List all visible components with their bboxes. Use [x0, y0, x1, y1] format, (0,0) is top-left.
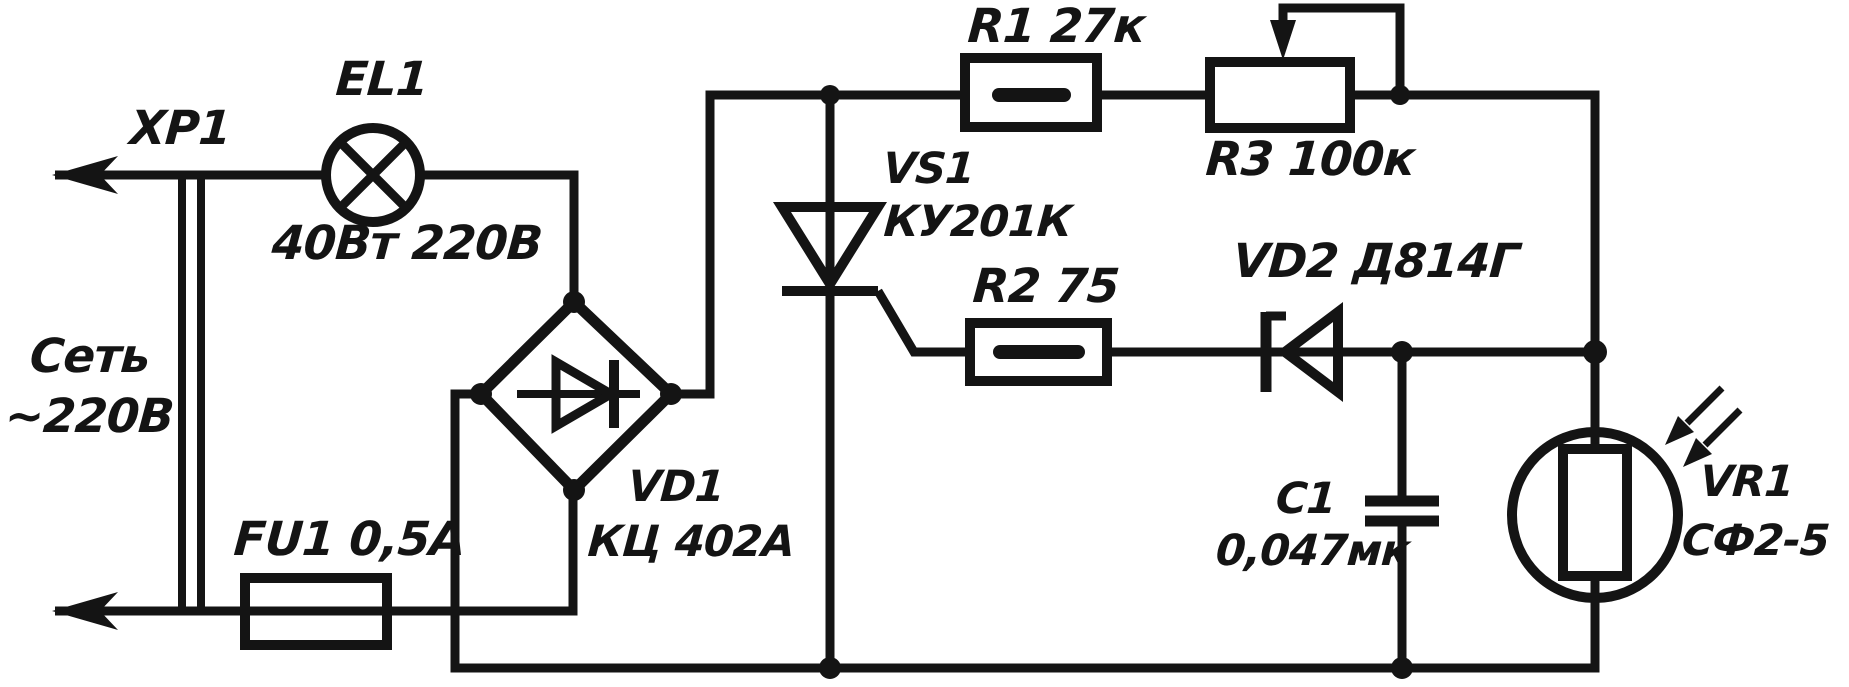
fuse-fu1-symbol — [240, 573, 392, 650]
bridge-vertex-bottom — [563, 479, 585, 501]
label-vr1-ref: VR1 — [1698, 457, 1796, 507]
label-r2: R2 75 — [971, 259, 1121, 314]
r3-wiper-arrowhead — [1270, 20, 1296, 60]
light-arrow-1-head — [1665, 416, 1694, 445]
label-vd1-ref: VD1 — [626, 462, 726, 512]
thyristor-triangle — [772, 202, 888, 294]
bridge-vertex-right — [660, 383, 682, 405]
wire-mains-bottom-to-bridge-bottom — [55, 490, 578, 616]
wire-gate-to-r2 — [874, 288, 970, 357]
label-xp1: XP1 — [128, 101, 233, 156]
thyristor-vs1-symbol — [772, 202, 888, 296]
label-r1: R1 27к — [966, 0, 1147, 54]
label-vr1-value: СФ2-5 — [1680, 516, 1831, 566]
zener-vd2-symbol — [1260, 301, 1343, 403]
capacitor-c1-symbol — [1365, 495, 1439, 527]
bridge-vertex-top — [563, 291, 585, 313]
lamp-cross — [336, 138, 410, 212]
label-mains-line2: ~220В — [3, 389, 176, 444]
junction-c1-top — [1391, 341, 1413, 363]
label-c1-value: 0,047мк — [1214, 526, 1412, 576]
junction-c1-bottom — [1391, 657, 1413, 679]
label-fu1: FU1 0,5А — [232, 512, 467, 567]
junction-r3-wiper — [1390, 85, 1410, 105]
mains-arrows — [52, 156, 118, 630]
light-arrow-1-shaft — [1684, 385, 1725, 426]
light-arrow-2-shaft — [1702, 407, 1743, 448]
wire-r3-to-right-rail — [1350, 90, 1600, 432]
vd2-triangle — [1276, 301, 1343, 403]
wire-r3-wiper-loop — [1278, 3, 1405, 95]
label-el1-value: 40Вт 220В — [270, 216, 544, 271]
photoresistor-vr1-symbol — [1507, 385, 1743, 603]
label-vd1-value: КЦ 402А — [586, 517, 796, 567]
vr1-body — [1558, 444, 1632, 581]
label-vs1-value: КУ201К — [882, 197, 1074, 247]
label-r3: R3 100к — [1204, 132, 1417, 187]
wire-lamp-to-bridge-top — [420, 170, 579, 302]
junction-dots — [470, 85, 1607, 679]
rheostat-r3-symbol — [1205, 20, 1355, 133]
mains-arrow-top-icon — [52, 156, 118, 194]
light-arrow-2-head — [1683, 438, 1712, 467]
bridge-vertex-left — [470, 383, 492, 405]
fuse-body — [240, 573, 392, 650]
r3-body — [1205, 57, 1355, 133]
label-mains-line1: Сеть — [28, 329, 152, 384]
resistor-r2-symbol — [965, 318, 1112, 386]
label-el1-ref: EL1 — [334, 52, 430, 107]
wires — [55, 3, 1600, 673]
label-vd2: VD2 Д814Г — [1231, 234, 1521, 289]
light-arrows-icon — [1665, 385, 1743, 467]
lamp-el1-symbol — [321, 123, 425, 227]
junction-vs1-anode — [820, 85, 840, 105]
junction-vs1-cathode — [819, 657, 841, 679]
junction-right-rail — [1583, 340, 1607, 364]
wire-bridge-left-to-bottom-rail — [450, 389, 1600, 673]
mains-arrow-bottom-icon — [52, 592, 118, 630]
label-c1-ref: C1 — [1274, 474, 1338, 524]
bridge-diode-triangle — [551, 354, 620, 434]
label-vs1-ref: VS1 — [881, 144, 976, 194]
resistor-r1-symbol — [960, 53, 1102, 132]
